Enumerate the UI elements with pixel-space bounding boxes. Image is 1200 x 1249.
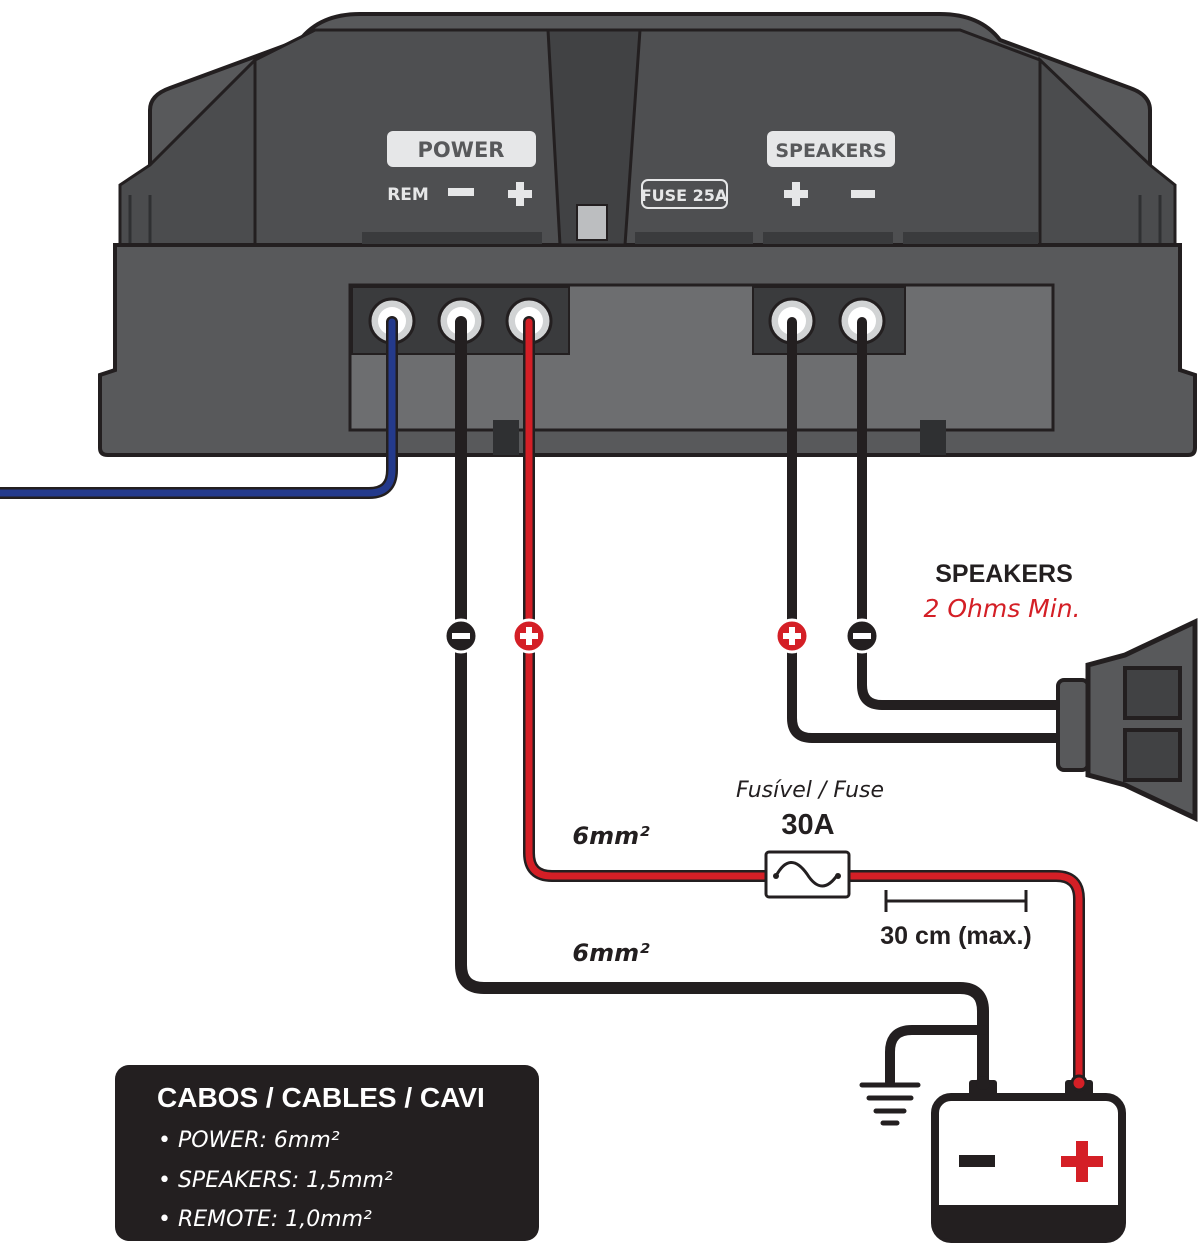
speaker-icon	[1056, 618, 1198, 822]
power-minus-mark	[448, 188, 474, 196]
fuse-caption: Fusível / Fuse	[736, 778, 884, 803]
cables-spec-box: CABOS / CABLES / CAVI • POWER: 6mm² • SP…	[115, 1065, 539, 1241]
battery-minus-sign	[959, 1155, 995, 1167]
power-label-plate	[387, 131, 536, 167]
ground-icon	[859, 1082, 921, 1126]
minus-marker-speaker	[844, 618, 880, 654]
cables-item-power: • POWER: 6mm²	[158, 1128, 340, 1153]
speaker-minus-mark	[851, 190, 875, 198]
fuse-25a-text: FUSE 25A	[641, 186, 728, 205]
speaker-negative-wire	[857, 317, 1070, 710]
plus-marker-speaker	[774, 618, 810, 654]
speaker-positive-wire	[787, 317, 1070, 743]
power-plus-mark	[508, 182, 532, 206]
minus-marker-power	[443, 618, 479, 654]
battery-icon	[931, 1074, 1126, 1243]
battery-plus-sign-v	[1076, 1141, 1088, 1182]
ground-wire	[885, 1025, 988, 1087]
fuse-25a-badge	[641, 179, 728, 209]
power-negative-wire	[455, 316, 989, 1091]
amplifier: POWER SPEAKERS REM FUSE 25A	[98, 12, 1197, 457]
speaker-spec: 2 Ohms Min.	[923, 594, 1080, 623]
plus-marker-power	[511, 618, 547, 654]
speakers-label-plate	[767, 131, 895, 167]
power-label: POWER	[418, 138, 505, 162]
speakers-label: SPEAKERS	[775, 140, 886, 162]
fuse-rating: 30A	[781, 809, 834, 841]
fuse-icon	[764, 850, 851, 899]
speaker-title: SPEAKERS	[935, 560, 1073, 588]
cables-item-speakers: • SPEAKERS: 1,5mm²	[158, 1168, 393, 1193]
cables-item-remote: • REMOTE: 1,0mm²	[158, 1207, 372, 1232]
power-positive-gauge: 6mm²	[572, 822, 650, 850]
power-negative-gauge: 6mm²	[572, 939, 650, 967]
rem-label: REM	[387, 185, 429, 205]
speaker-plus-mark	[784, 182, 808, 206]
distance-marker	[884, 890, 1028, 912]
cables-title: CABOS / CABLES / CAVI	[157, 1082, 485, 1113]
fuse-distance: 30 cm (max.)	[880, 922, 1031, 950]
